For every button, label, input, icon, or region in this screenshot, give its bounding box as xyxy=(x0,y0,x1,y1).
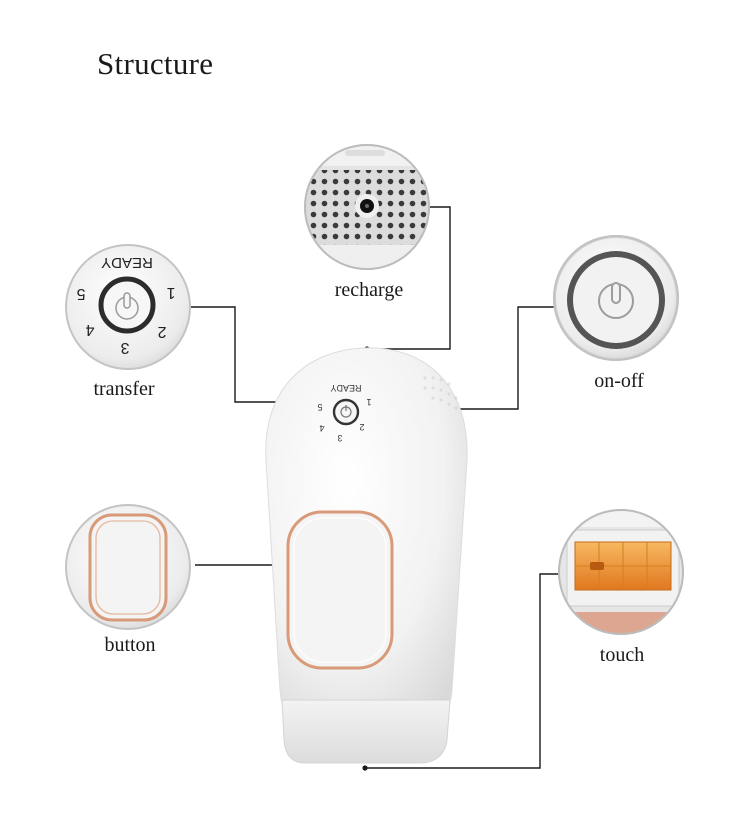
label-touch: touch xyxy=(599,644,645,666)
label-transfer: transfer xyxy=(93,378,155,400)
transfer-level-4: 4 xyxy=(85,321,94,338)
transfer-connector xyxy=(190,306,313,403)
device-level-3: 3 xyxy=(337,433,342,443)
touch-zoom xyxy=(558,509,684,635)
device-level-4: 4 xyxy=(319,423,324,433)
label-button: button xyxy=(104,634,156,656)
device-level-5: 5 xyxy=(317,402,322,412)
device-dial: READY 1 2 3 4 5 xyxy=(317,383,371,443)
device-ready-text: READY xyxy=(330,383,361,393)
label-recharge: recharge xyxy=(334,279,404,301)
on-off-zoom xyxy=(553,235,679,361)
button-zoom xyxy=(65,504,191,630)
transfer-ready-text: READY xyxy=(101,254,153,271)
transfer-level-3: 3 xyxy=(120,339,129,356)
device-level-1: 1 xyxy=(366,397,371,407)
transfer-zoom: READY 1 2 3 4 5 xyxy=(65,244,191,370)
label-on-off: on-off xyxy=(594,370,644,392)
page-title: Structure xyxy=(97,46,214,81)
transfer-level-2: 2 xyxy=(157,323,166,340)
transfer-level-1: 1 xyxy=(166,284,175,301)
transfer-level-5: 5 xyxy=(76,285,85,302)
device-level-2: 2 xyxy=(359,422,364,432)
recharge-connector xyxy=(367,206,451,350)
recharge-zoom xyxy=(304,144,430,270)
touch-connector xyxy=(365,573,558,769)
device-body xyxy=(265,347,468,764)
